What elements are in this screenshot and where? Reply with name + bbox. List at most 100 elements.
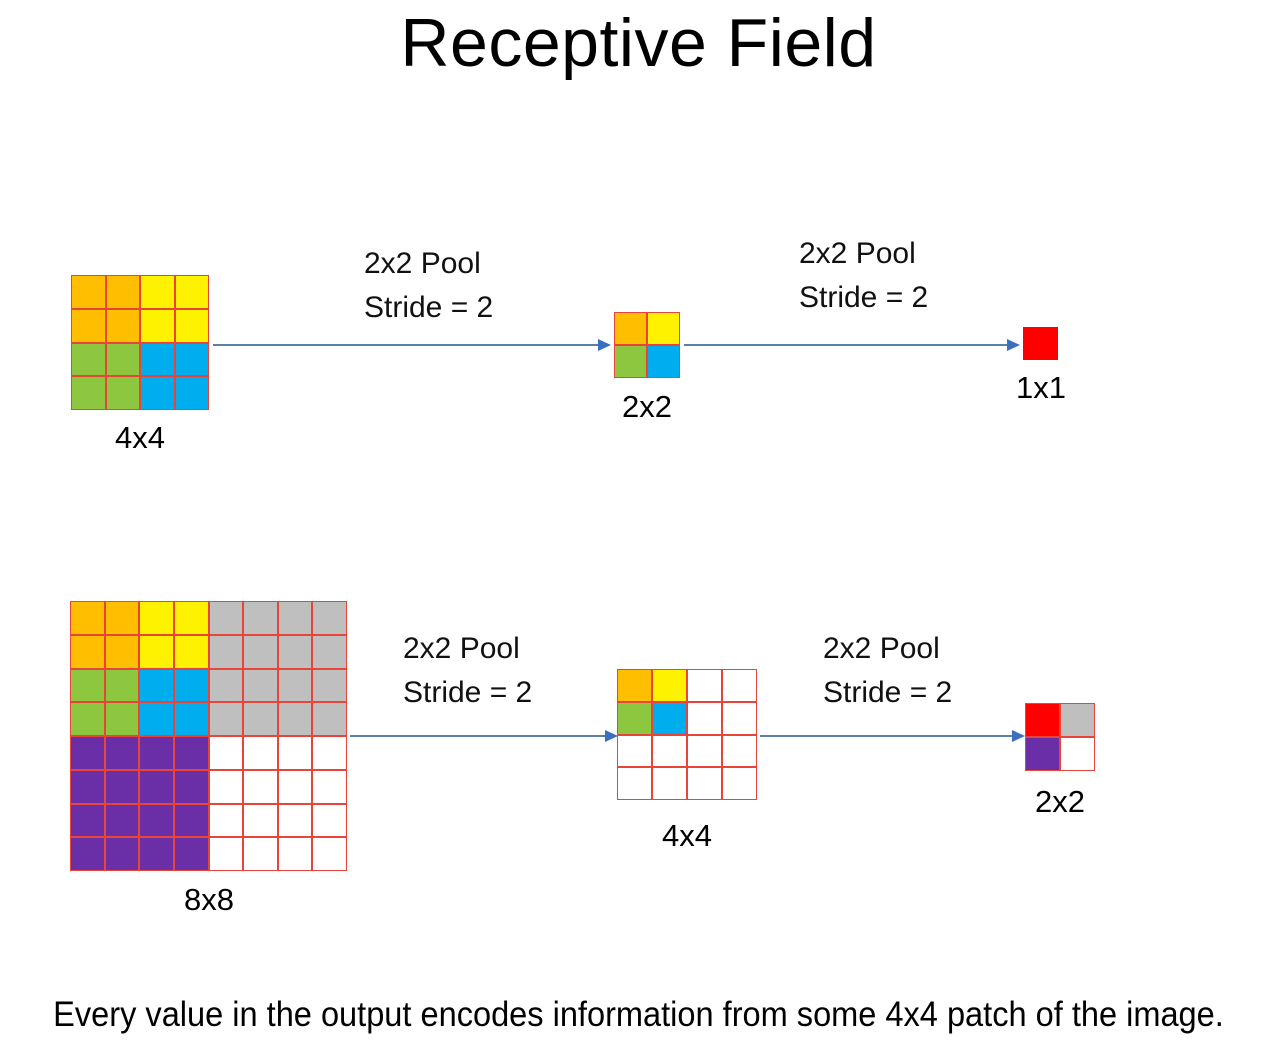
pooled-1x1-grid [1023,327,1058,360]
grid-cell-gray [208,601,244,635]
arrow-top-2-head [1007,339,1020,351]
input-8x8-grid [70,601,347,871]
grid-cell-white [208,736,244,770]
pooled-4x4-grid [617,669,757,800]
grid-cell-blue [139,668,174,703]
grid-cell-purple [173,736,209,770]
grid-cell-yellow [140,308,175,343]
grid-cell-blue [173,702,209,736]
input-4x4-grid [71,275,209,410]
grid-cell-white [208,769,244,804]
grid-cell-gray [243,702,278,736]
grid-cell-yellow [173,601,209,635]
grid-cell-white [312,803,347,838]
grid-cell-white [617,734,652,768]
grid-cell-green [105,342,140,377]
grid-cell-blue [174,342,209,377]
grid-cell-purple [139,736,174,770]
grid-cell-gray [312,601,347,635]
grid-cell-purple [70,803,105,838]
grid-cell-gray [277,702,313,736]
grid-cell-orange [104,601,140,635]
pool-op-3-line1: 2x2 Pool [403,632,520,665]
grid-cell-yellow [139,634,174,669]
grid-cell-green [70,668,105,703]
pool-op-2-line1: 2x2 Pool [799,237,916,270]
grid-cell-yellow [174,308,209,343]
grid-cell-orange [71,308,106,343]
grid-cell-blue [140,376,175,410]
grid-cell-purple [70,736,105,770]
grid-cell-gray [243,634,278,669]
pooled-2x2-final-size-label: 2x2 [1035,784,1085,819]
pool-op-3-line2: Stride = 2 [403,676,533,709]
pool-op-3-label: 2x2 Pool Stride = 2 [403,627,532,715]
grid-cell-white [652,767,687,800]
grid-cell-orange [105,275,140,309]
grid-cell-green [617,701,652,735]
pool-op-2-label: 2x2 Pool Stride = 2 [799,232,928,320]
grid-cell-green [104,668,140,703]
grid-cell-purple [70,769,105,804]
grid-cell-orange [70,634,105,669]
grid-cell-purple [139,803,174,838]
grid-cell-white [277,736,313,770]
grid-cell-green [105,376,140,410]
grid-cell-orange [105,308,140,343]
pooled-2x2-final-grid [1025,703,1095,771]
arrow-top-1 [213,339,611,351]
grid-cell-white [243,837,278,871]
grid-cell-white [208,803,244,838]
grid-cell-white [1060,737,1095,771]
grid-cell-gray [312,668,347,703]
grid-cell-red [1023,327,1058,360]
arrow-bottom-1-shaft [350,735,606,737]
grid-cell-purple [173,837,209,871]
arrow-top-1-head [598,339,611,351]
pooled-1x1-size-label: 1x1 [1016,370,1066,405]
grid-cell-green [614,345,647,378]
grid-cell-orange [70,601,105,635]
grid-cell-blue [173,668,209,703]
grid-cell-orange [614,312,647,345]
grid-cell-green [71,376,106,410]
arrow-top-2 [684,339,1020,351]
grid-cell-blue [139,702,174,736]
grid-cell-gray [243,601,278,635]
arrow-bottom-1-head [605,730,618,742]
arrow-bottom-2-shaft [760,735,1013,737]
grid-cell-white [243,803,278,838]
grid-cell-purple [70,837,105,871]
grid-cell-white [312,769,347,804]
grid-cell-purple [104,736,140,770]
pooled-4x4-size-label: 4x4 [662,818,712,853]
pool-op-1-label: 2x2 Pool Stride = 2 [364,242,493,330]
grid-cell-yellow [652,669,687,702]
grid-cell-yellow [647,312,680,345]
page-title: Receptive Field [400,5,877,81]
grid-cell-green [71,342,106,377]
pool-op-4-line1: 2x2 Pool [823,632,940,665]
grid-cell-blue [174,376,209,410]
grid-cell-white [687,767,722,800]
input-4x4-size-label: 4x4 [115,420,165,455]
grid-cell-orange [104,634,140,669]
grid-cell-white [652,734,687,768]
grid-cell-purple [173,769,209,804]
grid-cell-purple [139,769,174,804]
grid-cell-white [312,837,347,871]
pool-op-4-label: 2x2 Pool Stride = 2 [823,627,952,715]
slide-caption: Every value in the output encodes inform… [53,995,1224,1034]
grid-cell-green [104,702,140,736]
grid-cell-white [617,767,652,800]
grid-cell-gray [208,702,244,736]
grid-cell-gray [208,668,244,703]
grid-cell-blue [140,342,175,377]
grid-cell-white [208,837,244,871]
grid-cell-white [277,803,313,838]
grid-cell-white [312,736,347,770]
grid-cell-white [722,701,757,735]
pooled-2x2-grid [614,312,680,378]
grid-cell-purple [1025,737,1060,771]
